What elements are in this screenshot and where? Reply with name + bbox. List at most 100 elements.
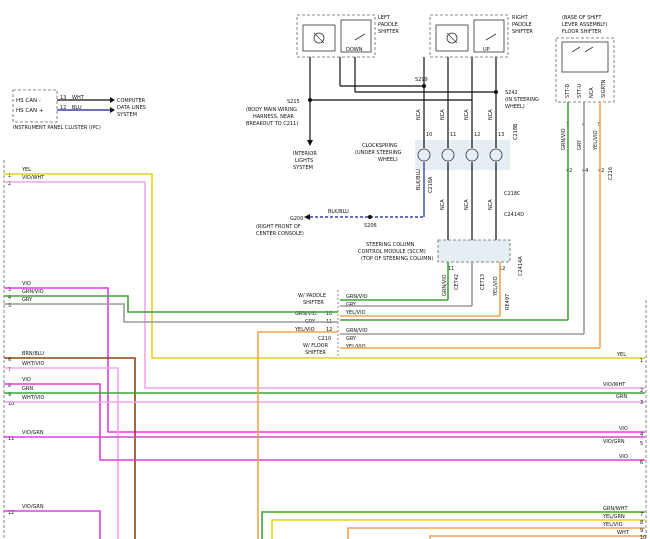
clockspring-title: WHEEL) xyxy=(378,157,398,163)
ipc-dest-1: COMPUTER xyxy=(117,98,146,104)
right-paddle-title: SHIFTER xyxy=(512,29,533,35)
coil-icon xyxy=(489,148,503,162)
clockspring-connector: C218B xyxy=(513,123,519,140)
left-paddle-switch-box xyxy=(340,19,372,53)
svg-text:VIO: VIO xyxy=(22,281,31,287)
sccm-pin-color: CET13 xyxy=(480,274,486,290)
right-pin-row: YEL 1 xyxy=(616,352,643,364)
ground-g200-note: CENTER CONSOLE) xyxy=(256,231,304,237)
svg-text:1: 1 xyxy=(8,173,11,179)
svg-text:4: 4 xyxy=(8,295,11,301)
floor-shifter-box xyxy=(555,37,615,103)
nca-label: NCA xyxy=(464,109,470,120)
floor-wire-color: GRN/VIO xyxy=(561,128,567,150)
lamp-icon xyxy=(446,32,458,44)
splice-dot xyxy=(494,90,498,94)
svg-text:VIO/WHT: VIO/WHT xyxy=(603,382,626,388)
svg-text:11: 11 xyxy=(8,436,14,442)
arrow-down-icon xyxy=(307,140,313,146)
left-paddle-title: LEFT xyxy=(378,15,391,21)
sccm-box xyxy=(437,239,511,263)
sccm-title: CONTROL MODULE (SCCM) xyxy=(358,249,426,255)
w-paddle-label: W/ PADDLE xyxy=(298,293,326,299)
wire-wht xyxy=(429,535,645,539)
sccm: STEERING COLUMN CONTROL MODULE (SCCM) (T… xyxy=(358,239,524,316)
svg-text:4: 4 xyxy=(640,432,643,438)
switch-icon xyxy=(485,33,497,41)
floor-shifter-title: LEVER ASSEMBLY) xyxy=(562,22,607,28)
sccm-shield xyxy=(438,240,510,262)
svg-text:8: 8 xyxy=(640,520,643,526)
clockspring-title: CLOCKSPRING xyxy=(362,143,398,149)
switch-icon xyxy=(354,33,366,41)
lamp-icon xyxy=(446,32,458,44)
floor-pin-label: NCA xyxy=(589,87,595,98)
svg-text:8: 8 xyxy=(8,383,11,389)
floor-connector: C216 xyxy=(608,167,614,180)
sccm-pin-color: CET42 xyxy=(454,274,460,290)
ipc-pin-num-12: 12 xyxy=(60,105,66,111)
sccm-title: (TOP OF STEERING COLUMN) xyxy=(361,256,433,262)
interior-lights: SYSTEM xyxy=(293,165,313,171)
wire-vio-2 xyxy=(4,383,645,461)
svg-text:6: 6 xyxy=(640,460,643,466)
floor-pin2: 44 xyxy=(582,168,588,174)
c210-right-color: YEL/VIO xyxy=(345,310,366,316)
right-paddle-shifter: UP RIGHT PADDLE SHIFTER xyxy=(429,14,533,58)
svg-text:YEL: YEL xyxy=(616,352,626,358)
splice-dot xyxy=(308,98,312,102)
svg-text:9: 9 xyxy=(8,392,11,398)
clockspring: CLOCKSPRING (UNDER STEERING WHEEL) C218B… xyxy=(355,57,524,240)
wire-vio-wht xyxy=(4,181,645,389)
wire-vio-grn-2 xyxy=(4,510,101,539)
svg-text:YEL/GRN: YEL/GRN xyxy=(602,514,625,520)
sccm-title: STEERING COLUMN xyxy=(366,242,415,248)
ipc-block: HS CAN - HS CAN + 13 12 WHT BLU COMPUTER… xyxy=(12,89,146,131)
ground-g200-note: (RIGHT FRONT OF xyxy=(256,224,301,230)
wire-wht-vio xyxy=(4,367,119,539)
lamp-icon xyxy=(313,32,325,44)
svg-text:1: 1 xyxy=(640,358,643,364)
splice-s242: S242 xyxy=(505,90,518,96)
clockspring-title: (UNDER STEERING xyxy=(355,150,402,156)
svg-text:GRY: GRY xyxy=(22,297,33,303)
ground-g200: G200 xyxy=(290,216,303,222)
svg-text:WHT/VIO: WHT/VIO xyxy=(22,361,44,367)
right-paddle-title: PADDLE xyxy=(512,22,532,28)
svg-text:5: 5 xyxy=(640,441,643,447)
nca-label: NCA xyxy=(440,109,446,120)
clockspring-shield xyxy=(415,140,510,170)
svg-text:2: 2 xyxy=(640,388,643,394)
svg-text:5: 5 xyxy=(8,303,11,309)
wire-brn-blu xyxy=(4,357,136,539)
c210-right-color: YEL/VIO xyxy=(345,344,366,350)
nca-label: NCA xyxy=(440,199,446,210)
svg-text:VIO: VIO xyxy=(619,426,628,432)
w-floor-label: SHIFTER xyxy=(305,350,326,356)
clockspring-connector: C2414D xyxy=(504,212,524,218)
left-paddle-title: PADDLE xyxy=(378,22,398,28)
w-paddle-label: SHIFTER xyxy=(303,300,324,306)
nca-label: NCA xyxy=(464,199,470,210)
svg-text:GRN/VIO: GRN/VIO xyxy=(22,289,44,295)
svg-text:3: 3 xyxy=(640,400,643,406)
floor-shifter: (BASE OF SHIFT LEVER ASSEMBLY) FLOOR SHI… xyxy=(555,15,615,348)
svg-text:10: 10 xyxy=(640,535,646,539)
nca-label: NCA xyxy=(416,109,422,120)
ipc-pin-hs-can-plus: HS CAN + xyxy=(16,108,44,114)
floor-shifter-title: FLOOR SHIFTER xyxy=(562,29,602,35)
splice-s215: S215 xyxy=(287,99,300,105)
right-pin-row: VIO/WHT 2 xyxy=(603,382,643,394)
left-pin-row: 5 GRY xyxy=(8,297,33,309)
svg-text:6: 6 xyxy=(8,357,11,363)
sccm-pin-color: GRN/VIO xyxy=(442,274,448,296)
clockspring-pin: 10 xyxy=(426,132,432,138)
c210-right-color: GRY xyxy=(346,302,357,308)
right-paddle-title: RIGHT xyxy=(512,15,529,21)
